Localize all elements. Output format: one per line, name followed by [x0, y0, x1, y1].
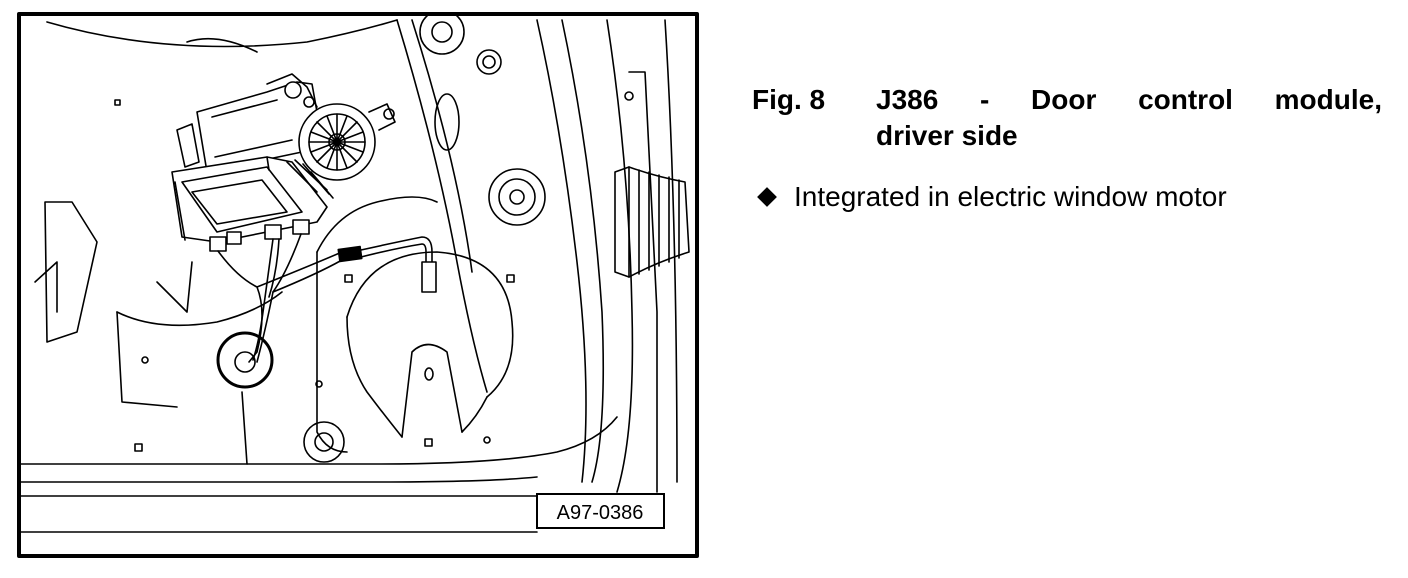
bullet-item: Integrated in electric window motor: [752, 180, 1382, 214]
door-diagram: A97-0386: [17, 12, 699, 558]
caption-header: Fig. 8 J386 - Door control module, drive…: [752, 82, 1382, 154]
diamond-bullet-icon: [757, 187, 777, 207]
figure-number: Fig. 8: [752, 84, 826, 115]
ref-code-label: A97-0386: [557, 502, 644, 524]
figure-title: J386 - Door control module, driver side: [876, 82, 1382, 154]
figure-caption: Fig. 8 J386 - Door control module, drive…: [752, 82, 1382, 214]
figure-title-line1: J386 - Door control module,: [876, 84, 1382, 115]
figure-title-line2: driver side: [876, 120, 1018, 151]
bullet-text: Integrated in electric window motor: [794, 181, 1227, 212]
ref-code-box: [536, 493, 665, 529]
